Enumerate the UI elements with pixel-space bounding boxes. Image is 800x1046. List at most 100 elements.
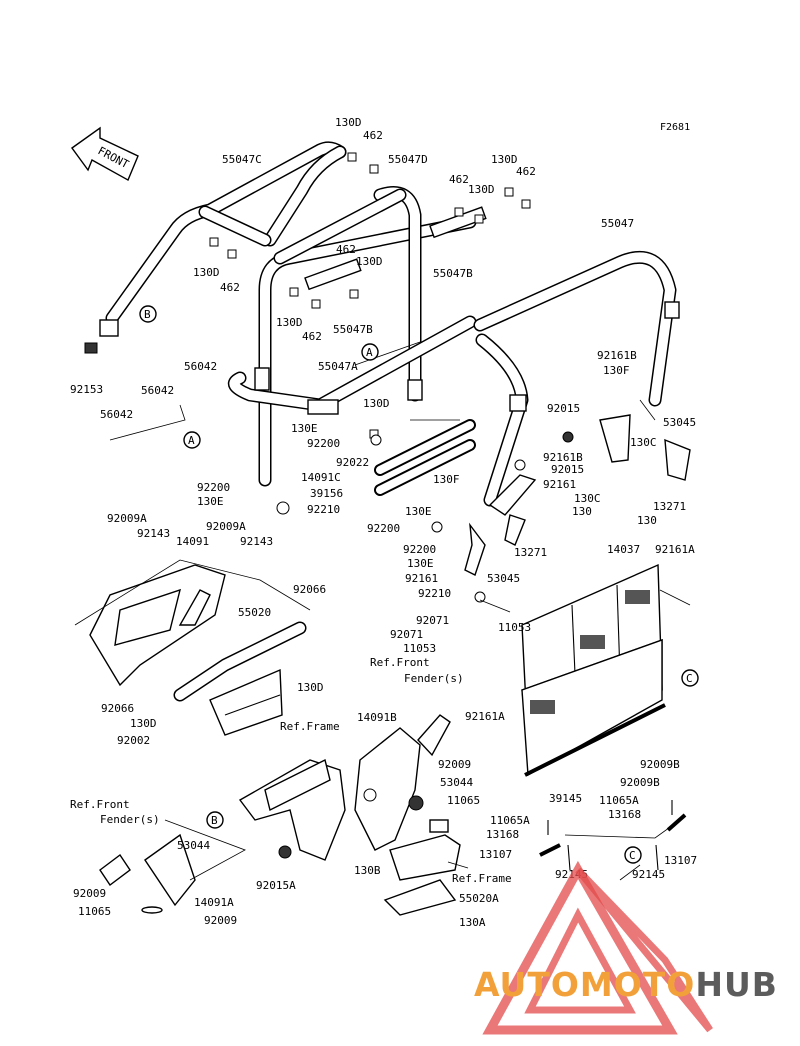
part-label: 92161 — [405, 572, 438, 585]
part-label: 130F — [603, 364, 630, 377]
part-label: 130D — [130, 717, 157, 730]
watermark-triangle-logo — [482, 860, 713, 1035]
part-label: 53044 — [440, 776, 473, 789]
small-fender-parts — [99, 833, 292, 914]
part-label: 92009A — [107, 512, 147, 525]
part-label: 130D — [297, 681, 324, 694]
part-label: 53044 — [177, 839, 210, 852]
svg-text:A: A — [366, 346, 373, 359]
part-label: 39145 — [549, 792, 582, 805]
part-label: 130E — [407, 557, 434, 570]
part-label: 130D — [193, 266, 220, 279]
part-label: 92145 — [632, 868, 665, 881]
pins-and-cables — [539, 800, 687, 871]
callout-c-right: C — [681, 669, 699, 687]
part-label: 55047A — [318, 360, 358, 373]
part-label: 13107 — [664, 854, 697, 867]
automotohub-watermark: AUTOMOTOHUB — [470, 860, 800, 1046]
part-label: 92200 — [307, 437, 340, 450]
part-label: 92161B — [543, 451, 583, 464]
part-label: 130C — [630, 436, 657, 449]
part-label: 92143 — [240, 535, 273, 548]
part-label: 92210 — [307, 503, 340, 516]
callout-a-lower: A — [183, 431, 201, 449]
callout-a-upper: A — [361, 343, 379, 361]
part-label: 130D — [356, 255, 383, 268]
part-label: 56042 — [141, 384, 174, 397]
part-label: 462 — [302, 330, 322, 343]
part-label: 55047B — [433, 267, 473, 280]
leader-lines — [74, 341, 691, 881]
part-label: 53045 — [663, 416, 696, 429]
part-number-labels: 130D 462 55047C 55047D 130D 462 462 130D… — [70, 116, 697, 929]
part-label: 92153 — [70, 383, 103, 396]
front-arrow-icon: FRONT — [71, 126, 139, 181]
callout-markers: B A A B C C — [139, 305, 699, 864]
part-label: 55047C — [222, 153, 262, 166]
part-label: 130C — [574, 492, 601, 505]
part-label: 56042 — [100, 408, 133, 421]
svg-text:C: C — [629, 849, 636, 862]
part-label: 92071 — [416, 614, 449, 627]
part-label: Ref.Frame — [280, 720, 340, 733]
part-label: 14037 — [607, 543, 640, 556]
part-label: 92009A — [206, 520, 246, 533]
part-label: 55020A — [459, 892, 499, 905]
part-label: 92143 — [137, 527, 170, 540]
part-label: Ref.Front — [370, 656, 430, 669]
part-label: 11065 — [447, 794, 480, 807]
part-label: 130B — [354, 864, 381, 877]
part-label: 39156 — [310, 487, 343, 500]
part-label: 11065A — [490, 814, 530, 827]
part-label: 14091B — [357, 711, 397, 724]
rear-screen-panel — [521, 563, 666, 777]
svg-text:B: B — [144, 308, 151, 321]
part-label: 462 — [336, 243, 356, 256]
part-label: 130D — [276, 316, 303, 329]
part-label: 11053 — [498, 621, 531, 634]
part-label: 11065 — [78, 905, 111, 918]
part-label: 55020 — [238, 606, 271, 619]
part-label: 92161A — [655, 543, 695, 556]
part-label: 92161 — [543, 478, 576, 491]
part-label: 14091C — [301, 471, 341, 484]
part-label: 55047D — [388, 153, 428, 166]
roll-cage-frame — [84, 141, 680, 507]
part-label: 13271 — [653, 500, 686, 513]
callout-b-lower: B — [206, 811, 224, 829]
part-label: 130 — [572, 505, 592, 518]
part-label: Fender(s) — [100, 813, 160, 826]
part-label: 14091 — [176, 535, 209, 548]
part-label: 55047 — [601, 217, 634, 230]
part-label: 130D — [335, 116, 362, 129]
fender-guard — [354, 714, 451, 851]
part-label: 14091A — [194, 896, 234, 909]
part-label: 130D — [468, 183, 495, 196]
part-label: 462 — [220, 281, 240, 294]
part-label: 55047B — [333, 323, 373, 336]
part-label: 130E — [197, 495, 224, 508]
part-label: 92009 — [73, 887, 106, 900]
part-label: 13168 — [608, 808, 641, 821]
latch-assemblies — [276, 414, 691, 603]
callout-b-upper: B — [139, 305, 157, 323]
part-label: 92015 — [547, 402, 580, 415]
part-label: Ref.Frame — [452, 872, 512, 885]
svg-text:C: C — [686, 672, 693, 685]
part-label: 11065A — [599, 794, 639, 807]
part-label: 92015 — [551, 463, 584, 476]
part-label: 92002 — [117, 734, 150, 747]
part-label: 130 — [637, 514, 657, 527]
part-label: 92009 — [438, 758, 471, 771]
part-label: 11053 — [403, 642, 436, 655]
front-cowl — [89, 564, 226, 687]
part-label: 92210 — [418, 587, 451, 600]
part-label: Ref.Front — [70, 798, 130, 811]
part-label: 130A — [459, 916, 486, 929]
part-label: 56042 — [184, 360, 217, 373]
part-label: 130E — [405, 505, 432, 518]
part-label: 130D — [491, 153, 518, 166]
part-label: 92066 — [101, 702, 134, 715]
